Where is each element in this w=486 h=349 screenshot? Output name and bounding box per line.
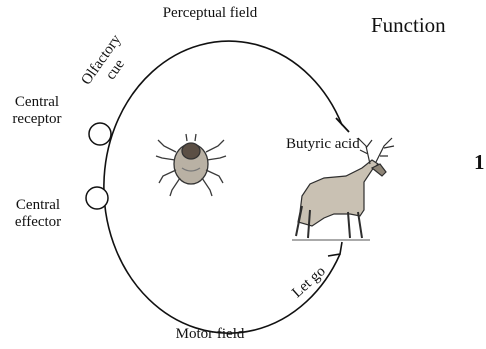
central-effector-circle — [86, 187, 108, 209]
perceptual-end-bar — [336, 118, 349, 132]
deer-icon — [292, 138, 394, 240]
central-effector-line1: Central — [8, 197, 68, 214]
function-heading: Function — [371, 13, 446, 37]
perceptual-field-label: Perceptual field — [142, 5, 278, 22]
motor-field-label: Motor field — [150, 326, 270, 343]
central-effector-line2: effector — [8, 214, 68, 231]
central-receptor-line1: Central — [6, 94, 68, 111]
tick-icon — [156, 134, 226, 196]
butyric-acid-label: Butyric acid — [286, 136, 360, 153]
motor-arrowhead — [328, 242, 342, 256]
central-effector-label: Central effector — [8, 197, 68, 232]
central-receptor-line2: receptor — [6, 111, 68, 128]
central-receptor-label: Central receptor — [6, 94, 68, 129]
central-receptor-circle — [89, 123, 111, 145]
side-number: 1 — [474, 150, 485, 174]
